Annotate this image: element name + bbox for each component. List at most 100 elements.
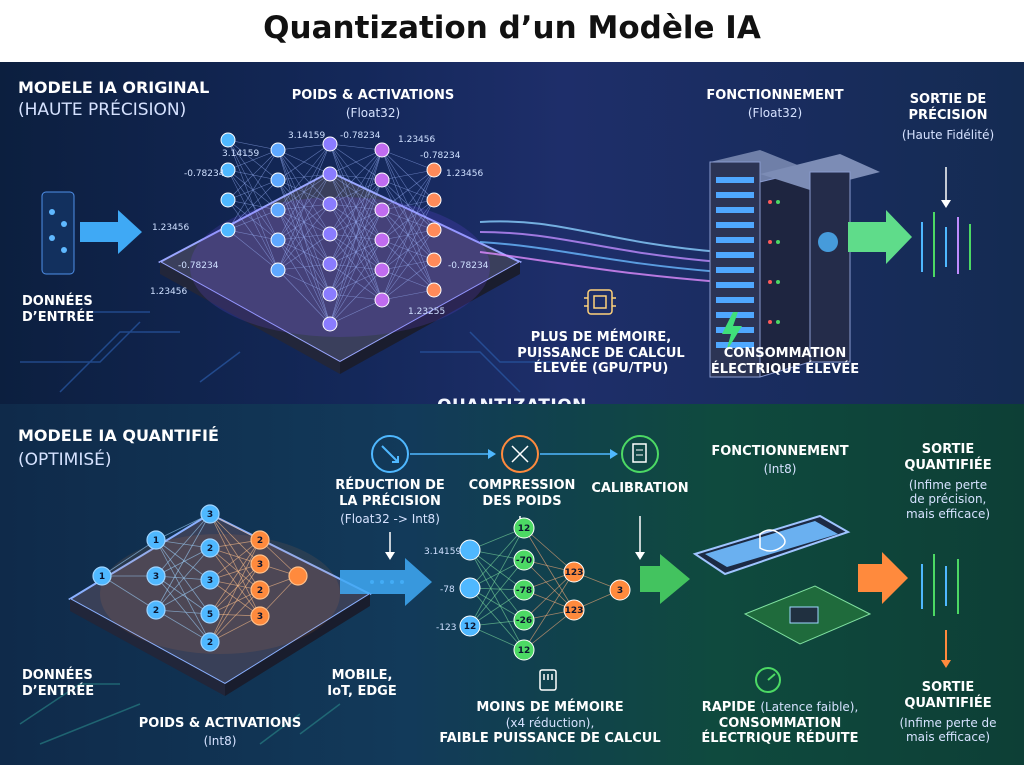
compressed-node-value: 12 [518, 524, 531, 534]
cpu-icon [584, 289, 616, 315]
quantized-node [200, 604, 220, 624]
network-node [374, 292, 390, 308]
weight-value-label: 1.23255 [408, 307, 445, 317]
page-title: Quantization d’un Modèle IA [263, 10, 761, 46]
compressed-node [513, 579, 535, 601]
operation-title: FONCTIONNEMENT [706, 88, 844, 103]
original-model-art: 3.14159 -0.78234 1.23456 3.14159 -0.78234 1.2… [20, 131, 971, 393]
output-subtitle: (Haute Fidélité) [901, 128, 995, 142]
weight-value-label: -0.78234 [184, 169, 225, 179]
weight-value-label: -0.78234 [420, 151, 461, 161]
compressed-node [459, 615, 481, 637]
quantized-node [250, 606, 270, 626]
weight-value-label: 3.14159 [222, 149, 259, 159]
quantized-node-value: 3 [257, 560, 263, 570]
network-node [322, 136, 338, 152]
compressed-node [513, 549, 535, 571]
weights-title: POIDS & ACTIVATIONS [291, 88, 455, 103]
memory-savings-caption: MOINS DE MÉMOIRE (x4 réduction), FAIBLE … [439, 700, 661, 747]
weight-value-label: 1.23456 [398, 135, 435, 145]
mobile-label: MOBILE,IoT, EDGE [327, 668, 397, 699]
quantized-node-value: 3 [257, 612, 263, 622]
compressed-node [459, 539, 481, 561]
network-node [270, 232, 286, 248]
quantized-node-value: 2 [207, 638, 213, 648]
network-node [322, 256, 338, 272]
smartphone [692, 514, 851, 576]
compressed-node-value: 12 [518, 646, 531, 656]
network-node [426, 252, 442, 268]
quantized-node [200, 538, 220, 558]
int8-operation-subtitle: (Int8) [763, 462, 797, 476]
input-arrow [80, 210, 142, 254]
network-node [270, 262, 286, 278]
original-heading: MODELE IA ORIGINAL [18, 78, 210, 97]
input-data-card [41, 191, 75, 275]
quantized-node-value: 5 [207, 610, 213, 620]
quantized-node-value: 3 [153, 572, 159, 582]
compressed-node-value: -78 [516, 586, 532, 596]
quantized-subheading: (OPTIMISÉ) [18, 450, 112, 470]
quantized-node-value: 2 [257, 536, 263, 546]
quantized-node [200, 570, 220, 590]
network-node [374, 142, 390, 158]
precision-reduction-icon [371, 435, 409, 473]
network-node [270, 142, 286, 158]
compressed-node [513, 639, 535, 661]
input-value-label: -78 [440, 585, 455, 595]
speed-caption: RAPIDE (Latence faible), CONSOMMATION ÉL… [701, 700, 859, 747]
memory-card-icon [539, 669, 557, 691]
weight-value-label: 1.23456 [150, 287, 187, 297]
quantized-node [250, 580, 270, 600]
weights-subtitle: (Float32) [345, 106, 401, 120]
weight-value-label: -0.78234 [340, 131, 381, 141]
weight-value-label: -0.78234 [448, 261, 489, 271]
compressed-node-value: 3 [617, 586, 623, 596]
quantized-node [200, 632, 220, 652]
calibration-step: CALIBRATION [591, 481, 689, 496]
quantized-output-arrow [858, 552, 908, 604]
quantized-node [92, 566, 112, 586]
original-model-panel: 3.14159 -0.78234 1.23456 3.14159 -0.78234 1.2… [0, 62, 1024, 404]
network-node [374, 202, 390, 218]
compressed-node-value: -26 [516, 616, 532, 626]
network-node [374, 232, 390, 248]
calibration-icon [621, 435, 659, 473]
int8-weights-subtitle: (Int8) [203, 734, 237, 748]
lightning-icon [722, 312, 742, 352]
int8-operation-title: FONCTIONNEMENT [711, 444, 849, 459]
compressed-node [513, 517, 535, 539]
quantized-node [288, 566, 308, 586]
int8-weights-title: POIDS & ACTIVATIONS [138, 716, 302, 731]
quantized-node-value: 2 [153, 606, 159, 616]
network-node [270, 172, 286, 188]
quantized-node [146, 566, 166, 586]
network-node [426, 222, 442, 238]
speedometer-icon [755, 667, 781, 693]
network-node [220, 222, 236, 238]
network-node [322, 166, 338, 182]
network-node [220, 132, 236, 148]
input-value-label: 3.14159 [424, 547, 461, 557]
quantized-node-value: 2 [207, 544, 213, 554]
output-arrow [848, 210, 912, 264]
network-node [322, 226, 338, 242]
original-subheading: (HAUTE PRÉCISION) [18, 100, 187, 120]
quantized-node [200, 504, 220, 524]
quantized-node-value: 2 [257, 586, 263, 596]
network-node [322, 286, 338, 302]
quantized-heading: MODELE IA QUANTIFIÉ [18, 426, 219, 445]
quantized-node [250, 530, 270, 550]
weight-value-label: 3.14159 [288, 131, 325, 141]
compressed-node-value: 123 [565, 568, 584, 578]
server-rack [709, 150, 880, 378]
